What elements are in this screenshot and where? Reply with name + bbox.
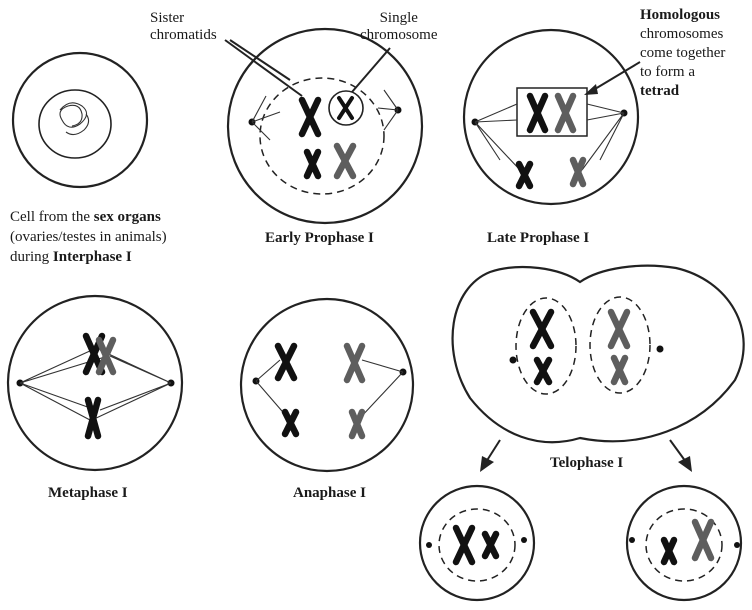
interphase-line-3-bold: Interphase I: [53, 249, 132, 265]
chromosome-large-dark: [456, 528, 472, 562]
nuclear-envelope: [439, 509, 515, 581]
homologous-line-3: come together: [640, 44, 750, 63]
daughter-cell-right: [627, 486, 741, 600]
chromosome-large-gray: [695, 522, 711, 558]
anaphase-cell: [241, 299, 413, 471]
interphase-line-3: during Interphase I: [10, 247, 167, 267]
chromosome-small-gray: [573, 160, 583, 184]
nucleus: [39, 90, 111, 158]
centrosome-right: [521, 537, 527, 543]
cell-membrane: [464, 30, 638, 204]
centrosome-left: [426, 542, 432, 548]
cell-membrane: [420, 486, 534, 600]
interphase-cell: [13, 53, 147, 187]
arrow-to-daughter-right: [670, 440, 686, 462]
interphase-line-2: (ovaries/testes in animals): [10, 227, 167, 247]
chromosome-small-gray: [614, 358, 625, 382]
late-prophase-caption: Late Prophase I: [487, 230, 589, 247]
chromosome-small-dark: [519, 164, 530, 186]
asters: [252, 90, 398, 140]
chromosome-small-dark: [485, 534, 496, 556]
chromosome-small-dark: [537, 360, 549, 382]
cell-membrane: [627, 486, 741, 600]
interphase-caption: Cell from the sex organs (ovaries/testes…: [10, 207, 167, 267]
interphase-line-1-bold: sex organs: [94, 209, 161, 225]
single-chromosome-pointer: [352, 48, 390, 92]
spindle-fibers: [475, 104, 624, 170]
metaphase-cell: [8, 296, 182, 470]
interphase-line-3-text: during: [10, 249, 53, 265]
chromosome-small-dark: [285, 412, 296, 434]
chromosome-small-gray: [337, 146, 353, 176]
telophase-caption: Telophase I: [550, 455, 623, 472]
chromosome-small-gray: [352, 412, 362, 436]
daughter-cell-left: [420, 486, 534, 600]
homologous-line-1: Homologous: [640, 6, 750, 25]
centrosome-left: [629, 537, 635, 543]
early-prophase-caption: Early Prophase I: [265, 230, 374, 247]
cell-membrane: [13, 53, 147, 187]
metaphase-caption: Metaphase I: [48, 485, 128, 502]
homologous-line-4: to form a: [640, 63, 750, 82]
telophase-cell: [453, 266, 744, 472]
late-prophase-cell: [464, 30, 640, 204]
tetrad-dark: [530, 96, 545, 130]
centrosome-left: [510, 357, 517, 364]
centrosome-right: [734, 542, 740, 548]
chromosome-small-dark: [664, 540, 674, 562]
cell-membrane: [8, 296, 182, 470]
chromosome-large-gray: [339, 98, 352, 118]
chromosome-small-dark: [307, 152, 318, 176]
nuclear-envelope-dashed: [260, 78, 384, 194]
arrowhead-right: [678, 456, 692, 472]
chromatin: [60, 103, 89, 135]
chromosome-large-gray: [611, 312, 627, 346]
homologous-line-5: tetrad: [640, 82, 750, 101]
cell-membrane: [241, 299, 413, 471]
cell-membrane-dividing: [453, 266, 744, 442]
chromosome-large-dark: [278, 346, 294, 378]
chromosome-large-dark: [302, 100, 318, 134]
arrow-to-daughter-left: [486, 440, 500, 462]
homologous-line-2: chromosomes: [640, 25, 750, 44]
sister-chromatids-pointer-2: [230, 40, 290, 80]
single-chromosome-label: Single chromosome: [360, 10, 437, 44]
homologous-arrowhead: [584, 84, 598, 95]
interphase-line-1-text: Cell from the: [10, 209, 94, 225]
chromosome-large-gray: [347, 346, 362, 380]
arrowhead-left: [480, 456, 494, 472]
anaphase-caption: Anaphase I: [293, 485, 366, 502]
spindle-fibers: [256, 360, 403, 418]
chromosome-large-dark: [533, 312, 551, 346]
interphase-line-1: Cell from the sex organs: [10, 207, 167, 227]
homologous-label: Homologous chromosomes come together to …: [640, 6, 750, 101]
sister-chromatids-label: Sister chromatids: [150, 10, 217, 44]
centrosome-right: [657, 346, 664, 353]
early-prophase-cell: [225, 29, 422, 223]
tetrad-gray: [558, 96, 573, 130]
